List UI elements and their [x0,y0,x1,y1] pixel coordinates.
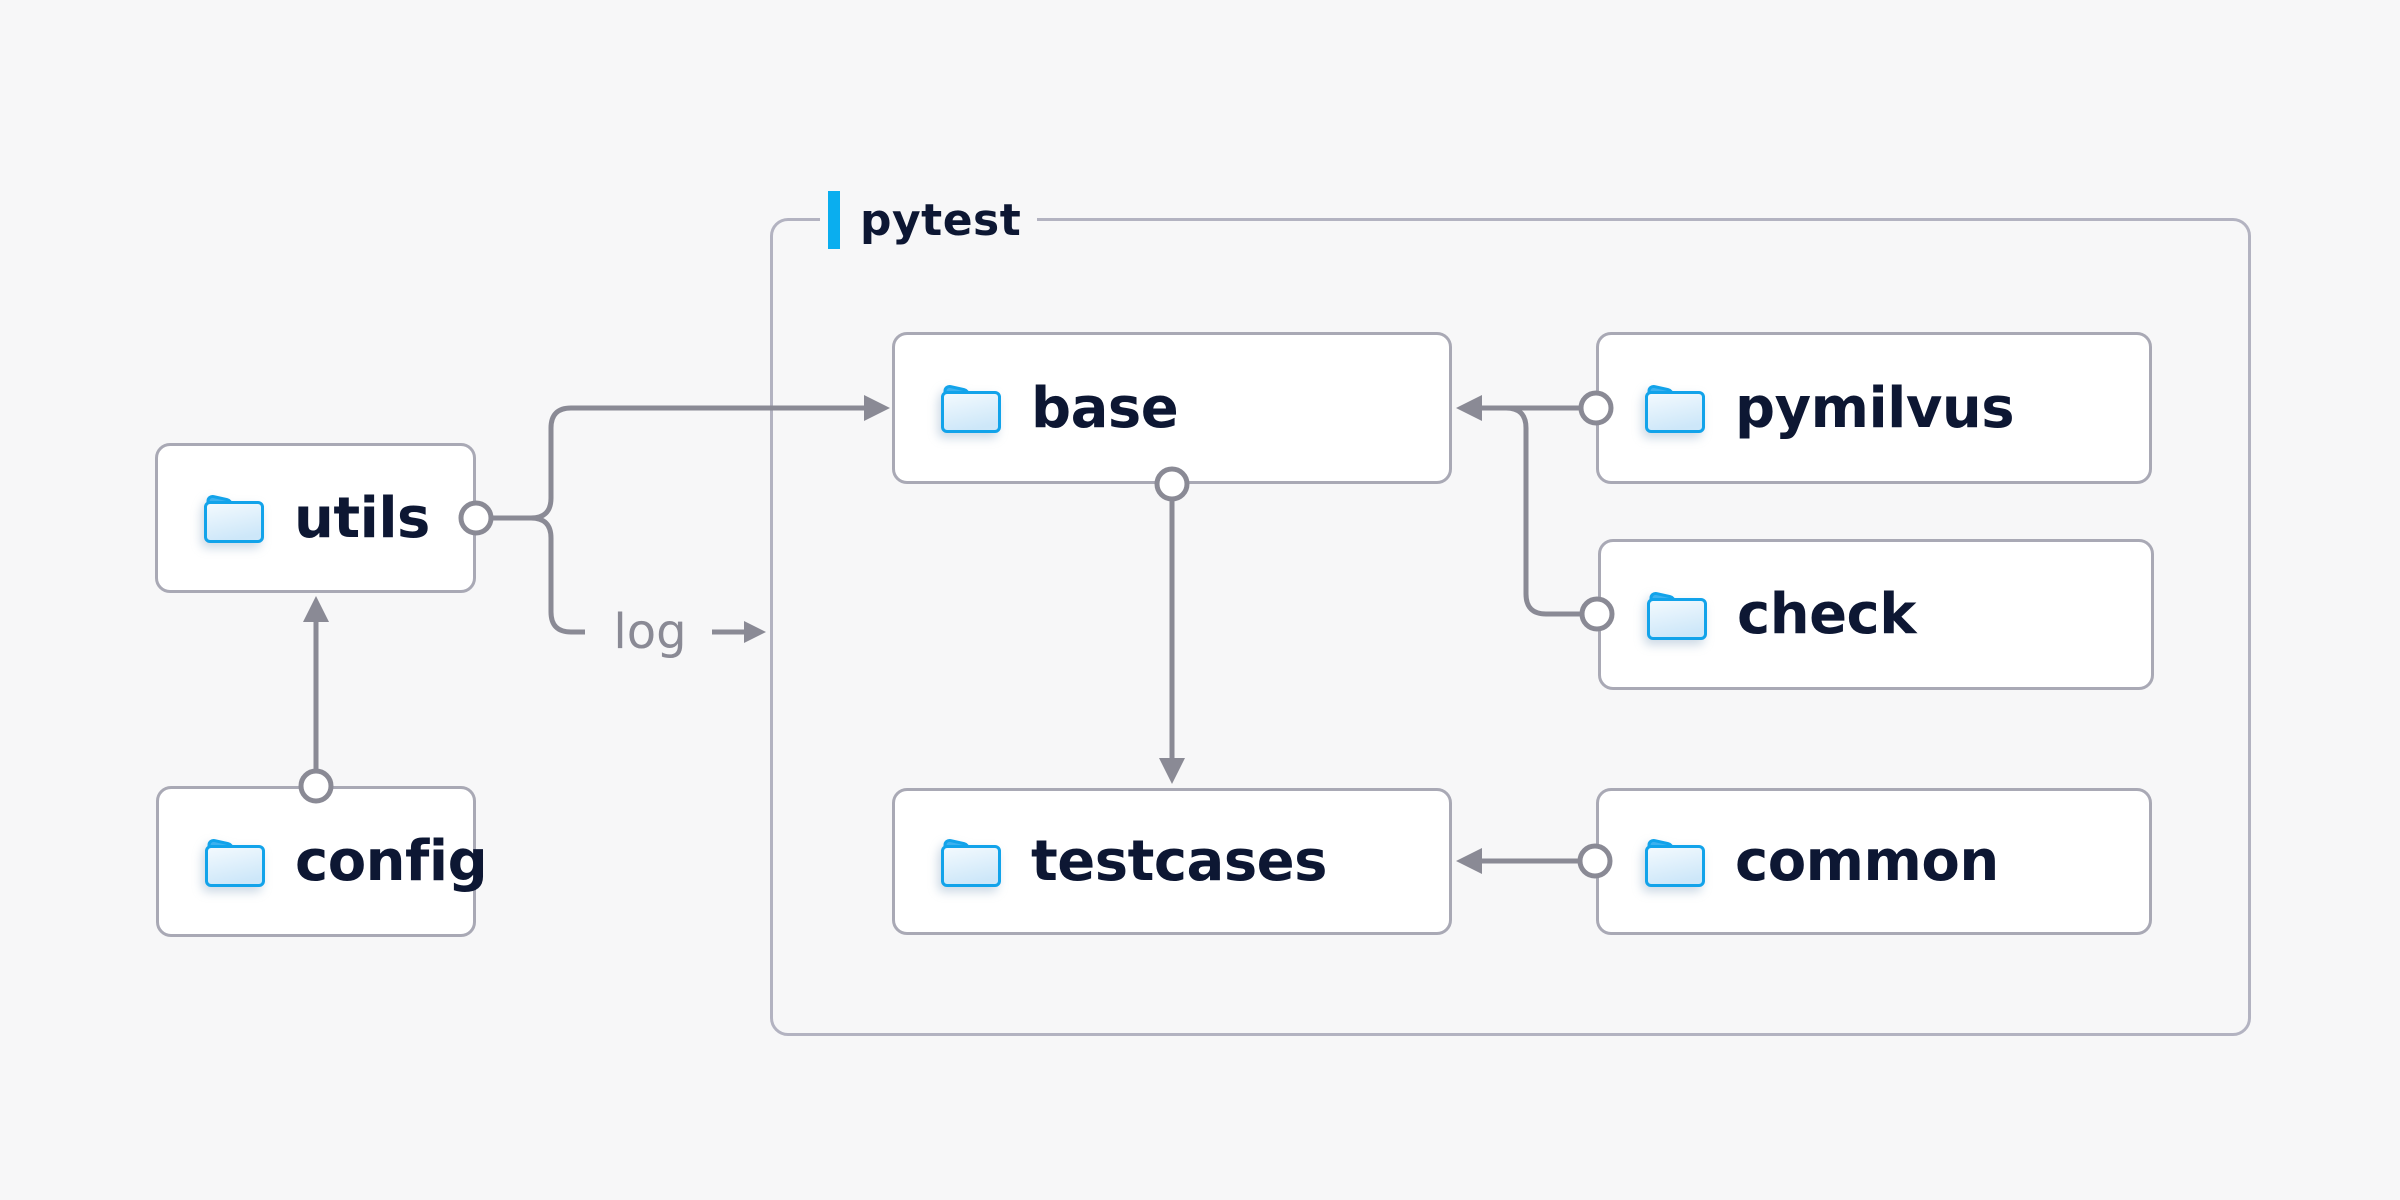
node-check: check [1598,539,2154,690]
folder-icon [1645,838,1705,887]
folder-icon [941,838,1001,887]
folder-icon [1647,591,1707,640]
node-label: pymilvus [1735,375,2015,441]
node-common: common [1596,788,2152,935]
node-label: check [1737,582,1916,647]
node-base: base [892,332,1452,484]
node-label: config [295,829,488,894]
node-testcases: testcases [892,788,1452,935]
group-title: pytest [860,194,1022,246]
folder-icon [204,495,264,543]
node-label: utils [294,485,430,551]
edge-label-log: log [613,604,687,660]
edge-config-utils [303,596,329,770]
node-label: base [1031,375,1179,441]
node-utils: utils [155,443,476,593]
arrowhead [303,596,329,622]
pytest-group-label: pytest [820,190,1038,250]
node-config: config [156,786,488,937]
folder-icon [205,838,265,887]
folder-icon [941,385,1001,433]
pytest-group: pytest [770,190,2251,1036]
folder-icon [1645,385,1705,433]
node-label: testcases [1031,829,1327,894]
accent-bar [828,191,840,249]
node-pymilvus: pymilvus [1596,332,2152,484]
arrowhead [744,621,766,643]
node-label: common [1735,829,1999,894]
